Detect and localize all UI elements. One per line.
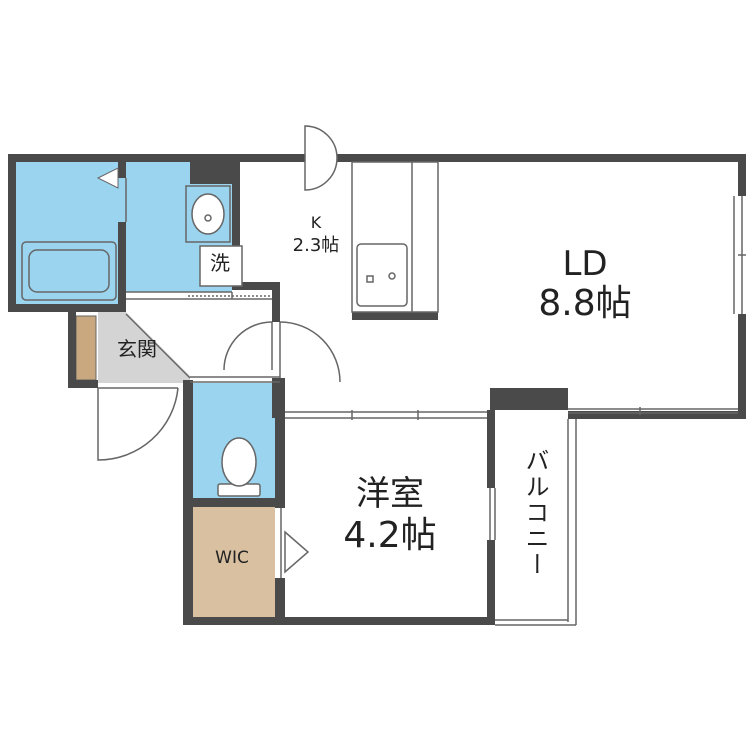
partition-lines — [126, 196, 746, 626]
wash-basin — [185, 185, 231, 243]
entrance-floor — [98, 312, 190, 383]
kitchen-size: 2.3帖 — [292, 235, 340, 256]
washer-space-label: 洗 — [210, 251, 230, 275]
walls — [8, 154, 746, 625]
washer-space — [199, 245, 243, 287]
kitchen-name: K — [310, 213, 322, 232]
bathtub — [21, 241, 117, 301]
shoe-cabinet — [75, 315, 97, 381]
ld-room-name: LD — [562, 244, 608, 284]
western-room-name: 洋室 — [356, 474, 424, 514]
toilet — [217, 437, 261, 497]
wic-floor — [191, 507, 275, 619]
balcony-label: バルコニー — [521, 448, 549, 578]
entrance-step — [125, 313, 191, 379]
entrance-label: 玄関 — [117, 337, 157, 361]
bathroom-area — [14, 160, 124, 306]
bath-door-arrow — [96, 167, 119, 189]
ld-room-size: 8.8帖 — [538, 283, 632, 324]
western-room-size: 4.2帖 — [343, 515, 437, 556]
doors — [97, 125, 341, 578]
kitchen-counter — [351, 161, 439, 313]
wic-label: WIC — [215, 548, 249, 568]
